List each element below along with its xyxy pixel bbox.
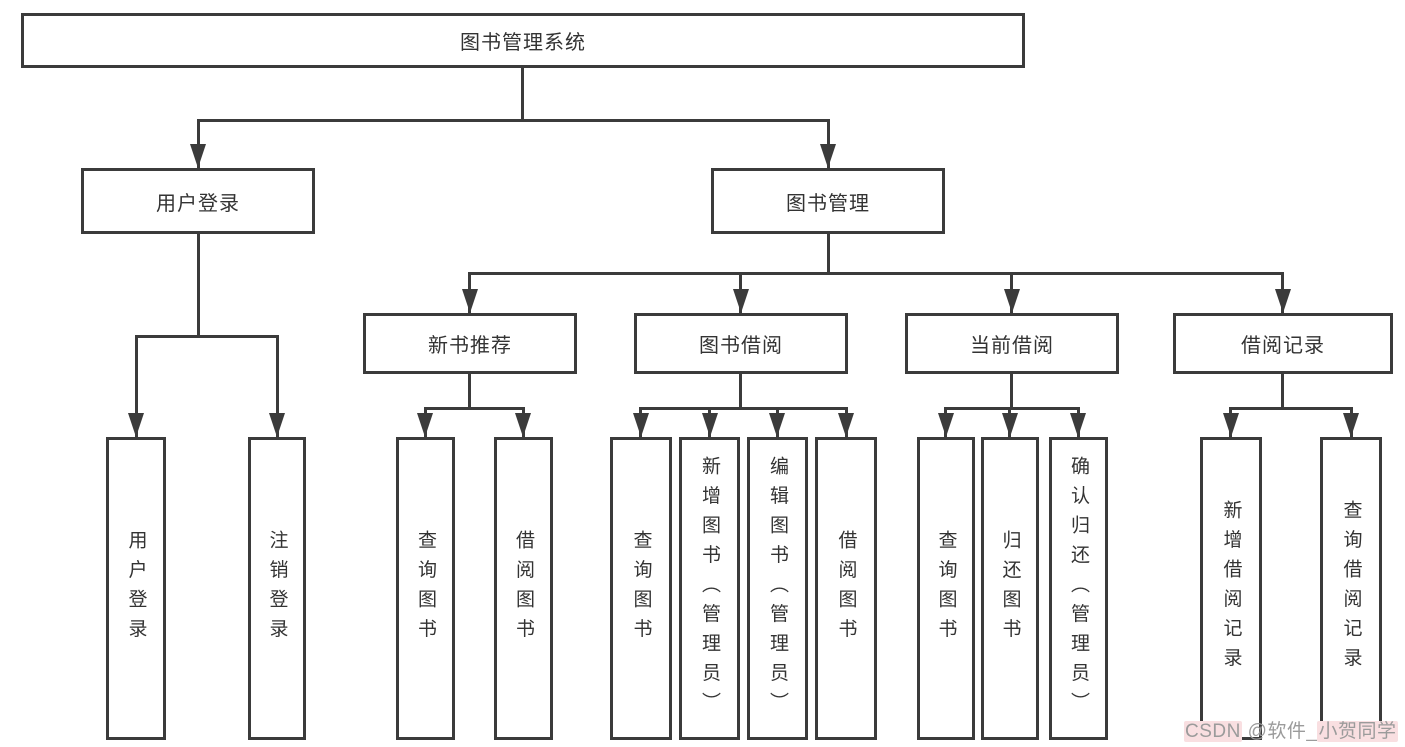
leaf-edit-books-admin: 编辑图书（管理员）: [747, 437, 808, 740]
leaf-user-login-label: 用户登录: [125, 529, 147, 648]
connector-line: [1229, 407, 1353, 410]
arrowhead-icon: [1223, 413, 1239, 437]
connector-line: [197, 119, 200, 168]
node-borrow-record-label: 借阅记录: [1241, 335, 1325, 357]
arrowhead-icon: [190, 144, 206, 168]
connector-line: [739, 374, 742, 410]
leaf-query-books-3-label: 查询图书: [935, 529, 957, 648]
node-new-book-recommend-label: 新书推荐: [428, 335, 512, 357]
connector-line: [1010, 374, 1013, 410]
leaf-logout-label: 注销登录: [266, 529, 288, 648]
leaf-confirm-return-admin: 确认归还（管理员）: [1049, 437, 1108, 740]
connector-line: [424, 407, 525, 410]
connector-line: [639, 407, 848, 410]
leaf-logout: 注销登录: [248, 437, 306, 740]
leaf-add-books-admin: 新增图书（管理员）: [679, 437, 740, 740]
connector-line: [135, 335, 279, 338]
connector-line: [521, 68, 524, 119]
arrowhead-icon: [462, 289, 478, 313]
watermark-brand: CSDN: [1184, 721, 1242, 742]
node-book-borrow: 图书借阅: [634, 313, 848, 374]
leaf-borrow-books-1: 借阅图书: [494, 437, 553, 740]
node-current-borrow: 当前借阅: [905, 313, 1119, 374]
connector-line: [197, 234, 200, 338]
watermark-user: 小贺同学: [1317, 721, 1398, 742]
leaf-query-borrow-record: 查询借阅记录: [1320, 437, 1382, 740]
leaf-return-books-label: 归还图书: [999, 529, 1021, 648]
arrowhead-icon: [733, 289, 749, 313]
connector-line: [944, 407, 1080, 410]
leaf-add-books-admin-label: 新增图书（管理员）: [699, 455, 720, 722]
arrowhead-icon: [128, 413, 144, 437]
leaf-borrow-books-2-label: 借阅图书: [835, 529, 857, 648]
connector-line: [468, 374, 471, 410]
node-current-borrow-label: 当前借阅: [970, 335, 1054, 357]
arrowhead-icon: [1002, 413, 1018, 437]
arrowhead-icon: [702, 413, 718, 437]
node-book-management: 图书管理: [711, 168, 945, 234]
connector-line: [827, 119, 830, 168]
connector-line: [135, 335, 138, 437]
leaf-add-borrow-record: 新增借阅记录: [1200, 437, 1262, 740]
watermark-middle: @软件_: [1241, 721, 1318, 742]
leaf-add-borrow-record-label: 新增借阅记录: [1220, 500, 1242, 677]
connector-line: [276, 335, 279, 437]
node-user-login-label: 用户登录: [156, 192, 240, 215]
arrowhead-icon: [269, 413, 285, 437]
arrowhead-icon: [1004, 289, 1020, 313]
arrowhead-icon: [417, 413, 433, 437]
arrowhead-icon: [820, 144, 836, 168]
arrowhead-icon: [769, 413, 785, 437]
leaf-return-books: 归还图书: [981, 437, 1039, 740]
leaf-user-login: 用户登录: [106, 437, 166, 740]
connector-line: [827, 234, 830, 275]
node-new-book-recommend: 新书推荐: [363, 313, 577, 374]
node-user-login: 用户登录: [81, 168, 315, 234]
arrowhead-icon: [1070, 413, 1086, 437]
connector-line: [197, 119, 830, 122]
node-book-management-label: 图书管理: [786, 192, 870, 215]
arrowhead-icon: [938, 413, 954, 437]
leaf-borrow-books-1-label: 借阅图书: [513, 529, 534, 648]
leaf-query-books-2: 查询图书: [610, 437, 672, 740]
arrowhead-icon: [1343, 413, 1359, 437]
arrowhead-icon: [838, 413, 854, 437]
csdn-watermark: CSDN @软件_小贺同学: [1184, 716, 1398, 743]
arrowhead-icon: [515, 413, 531, 437]
leaf-query-borrow-record-label: 查询借阅记录: [1340, 500, 1362, 677]
node-root: 图书管理系统: [21, 13, 1025, 68]
leaf-query-books-1: 查询图书: [396, 437, 455, 740]
node-borrow-record: 借阅记录: [1173, 313, 1393, 374]
leaf-borrow-books-2: 借阅图书: [815, 437, 877, 740]
node-root-label: 图书管理系统: [460, 32, 586, 54]
leaf-confirm-return-admin-label: 确认归还（管理员）: [1068, 455, 1089, 722]
leaf-query-books-2-label: 查询图书: [630, 529, 652, 648]
node-book-borrow-label: 图书借阅: [699, 335, 783, 357]
arrowhead-icon: [1275, 289, 1291, 313]
connector-line: [1281, 374, 1284, 410]
leaf-query-books-3: 查询图书: [917, 437, 975, 740]
leaf-query-books-1-label: 查询图书: [415, 529, 436, 648]
leaf-edit-books-admin-label: 编辑图书（管理员）: [767, 455, 788, 722]
connector-line: [468, 272, 1284, 275]
arrowhead-icon: [633, 413, 649, 437]
